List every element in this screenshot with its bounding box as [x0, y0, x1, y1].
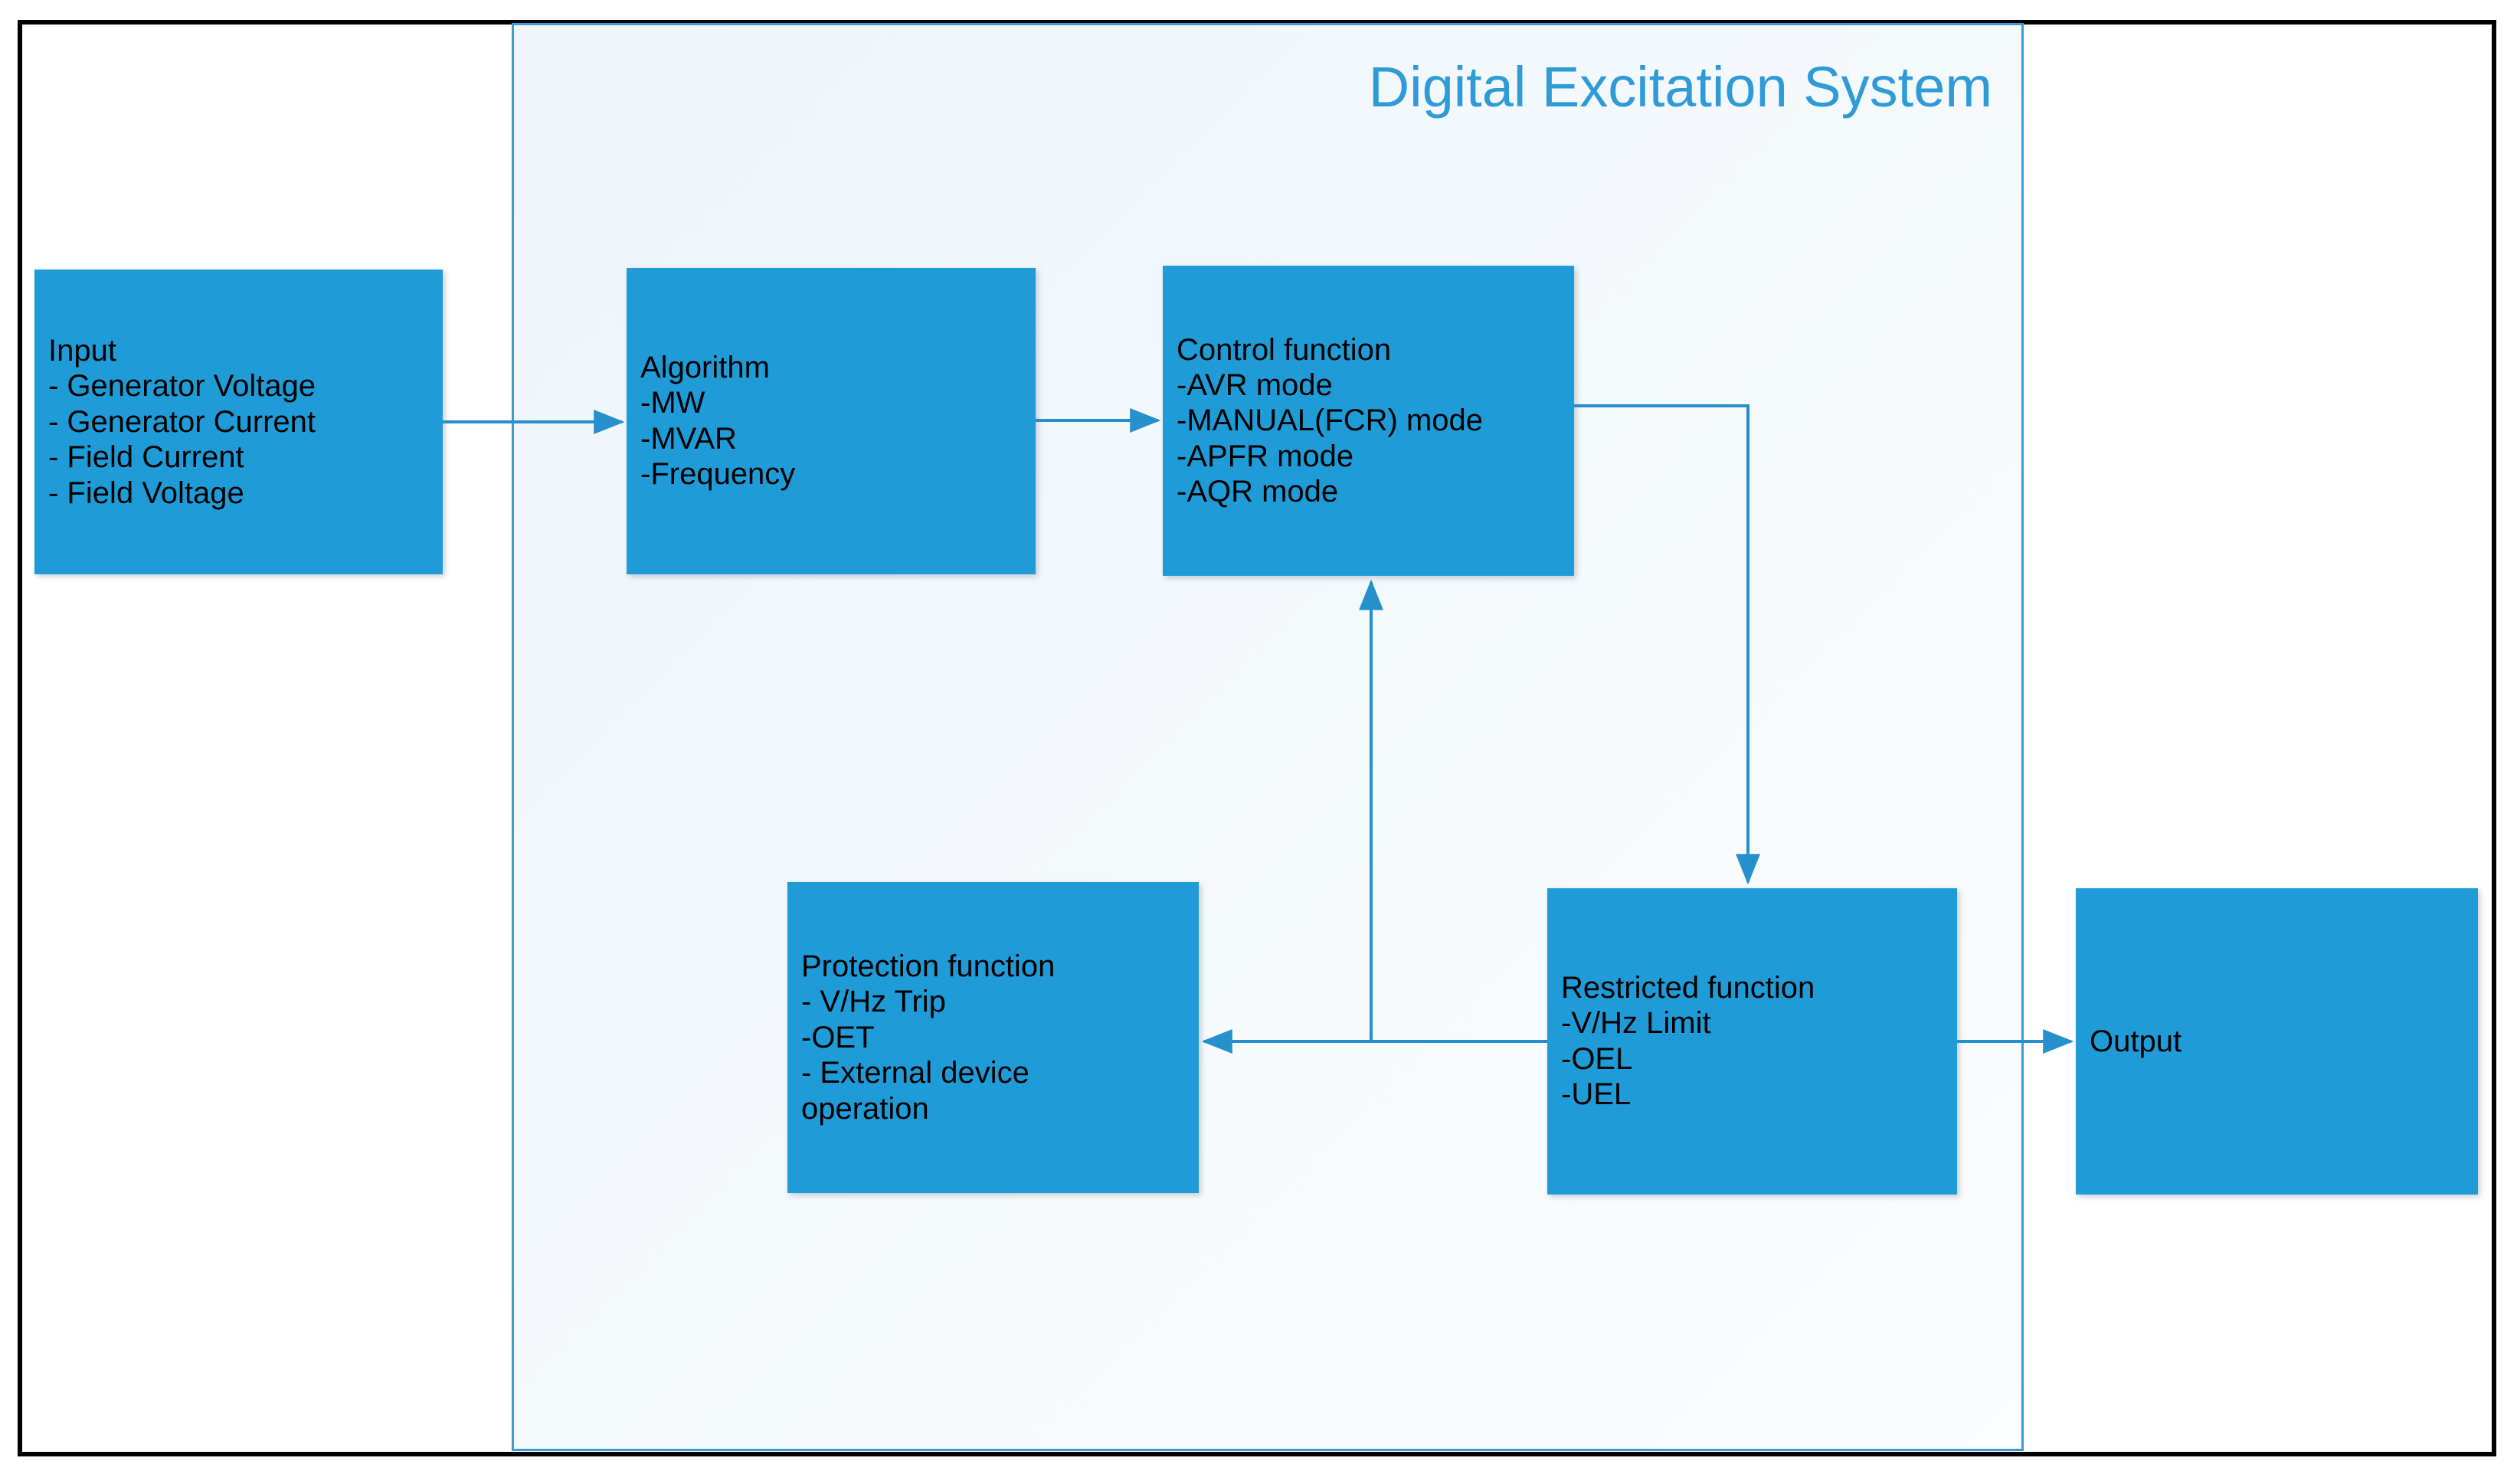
node-output-text: Output [2090, 1024, 2182, 1058]
system-title: Digital Excitation System [1368, 55, 1992, 119]
node-protection-function-text: Protection function - V/Hz Trip -OET - E… [801, 950, 1056, 1126]
node-input[interactable]: Input - Generator Voltage - Generator Cu… [34, 270, 443, 574]
digital-excitation-system-container: Digital Excitation System [512, 23, 2024, 1451]
node-control-function[interactable]: Control function -AVR mode -MANUAL(FCR) … [1163, 266, 1574, 576]
node-algorithm-text: Algorithm -MW -MVAR -Frequency [640, 351, 796, 492]
node-output[interactable]: Output [2076, 888, 2478, 1195]
outer-frame [18, 20, 2496, 1456]
node-control-function-text: Control function -AVR mode -MANUAL(FCR) … [1177, 332, 1484, 509]
node-restricted-function-text: Restricted function -V/Hz Limit -OEL -UE… [1561, 971, 1815, 1112]
node-protection-function[interactable]: Protection function - V/Hz Trip -OET - E… [787, 882, 1199, 1193]
node-restricted-function[interactable]: Restricted function -V/Hz Limit -OEL -UE… [1547, 888, 1957, 1195]
node-input-text: Input - Generator Voltage - Generator Cu… [48, 334, 316, 510]
node-algorithm[interactable]: Algorithm -MW -MVAR -Frequency [627, 268, 1036, 574]
